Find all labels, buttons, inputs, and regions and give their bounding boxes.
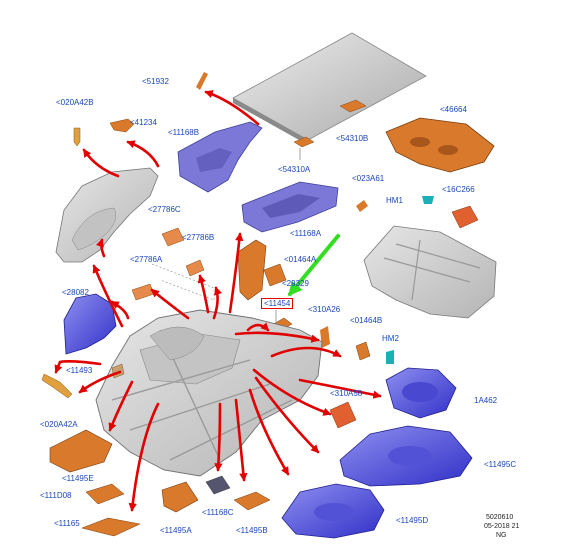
clip-hm1 (422, 196, 434, 204)
panel-11168a-detail (262, 194, 320, 218)
shelf-hole (438, 145, 458, 155)
part-310a26 (320, 326, 330, 348)
panel-11168b-detail (196, 148, 232, 172)
label-023a61: <023A61 (352, 174, 385, 183)
label-310a58: <310A58 (330, 389, 363, 398)
label-hm2: HM2 (382, 334, 399, 343)
pad-27786b (185, 259, 205, 277)
label-01464b: <01464B (350, 316, 383, 325)
green-arrow (288, 234, 340, 297)
rear-floor-frame-cross (383, 239, 481, 301)
block-16c266 (451, 205, 479, 229)
block-310a58 (329, 401, 357, 429)
mat-recess (314, 503, 354, 521)
clip-hm2 (386, 350, 394, 364)
part-023a61 (356, 200, 368, 212)
label-11495b: <11495B (236, 526, 268, 535)
reference-date: 05-2018 21 (484, 523, 520, 530)
panel-28082 (63, 293, 117, 355)
pad-111d08 (85, 483, 125, 505)
pad-11495a (161, 481, 199, 513)
roof-pad-54310b (339, 99, 367, 113)
label-01464a: <01464A (284, 255, 317, 264)
part-51932 (196, 72, 208, 90)
pad-27786a (131, 283, 155, 301)
roof-pad-54310a (293, 136, 315, 148)
pad-leader-box (151, 263, 215, 301)
label-29329: <29329 (282, 279, 309, 288)
label-11493: <11493 (66, 366, 93, 375)
label-310a26: <310A26 (308, 305, 341, 314)
label-54310b: <54310B (336, 134, 369, 143)
underbody-rails (111, 329, 293, 461)
label-hm1: HM1 (386, 196, 403, 205)
pad-11168c (205, 475, 231, 495)
label-54310a: <54310A (278, 165, 311, 174)
baffle-01464a (237, 239, 267, 301)
part-020a42b (73, 127, 81, 147)
label-11168b: <11168B (168, 128, 200, 137)
roof-panel-edge (233, 98, 308, 145)
mat-recess (388, 446, 432, 466)
label-11495c: <11495C (484, 460, 517, 469)
label-11168a: <11168A (290, 229, 322, 238)
label-11454-highlighted: <11454 (261, 298, 294, 309)
label-11165: <11165 (54, 519, 80, 528)
reference-code: NG (496, 532, 507, 539)
label-1a462: 1A462 (474, 396, 498, 405)
part-41234 (109, 118, 135, 133)
quarter-wheel-arch (71, 207, 116, 251)
label-111d08: <111D08 (40, 491, 72, 500)
label-51932: <51932 (142, 77, 169, 86)
reference-number: 5020610 (486, 514, 514, 521)
label-11168c: <11168C (202, 508, 234, 517)
red-arrows (54, 90, 382, 512)
label-11495e: <11495E (62, 474, 94, 483)
label-16c266: <16C266 (442, 185, 475, 194)
parcel-shelf-46664 (385, 117, 495, 173)
label-28082: <28082 (62, 288, 89, 297)
cover-recess (402, 382, 438, 402)
label-11495d: <11495D (396, 516, 429, 525)
part-01464b (355, 341, 371, 361)
label-46664: <46664 (440, 105, 467, 114)
label-27786a: <27786A (130, 255, 163, 264)
label-41234: <41234 (130, 118, 157, 127)
label-11495a: <11495A (160, 526, 192, 535)
part-020a42a (41, 373, 73, 399)
label-020a42b: <020A42B (56, 98, 94, 107)
block-29329 (263, 263, 287, 287)
label-020a42a: <020A42A (40, 420, 78, 429)
pad-11495e (49, 429, 113, 473)
shelf-hole (410, 137, 430, 147)
pad-11165 (81, 517, 141, 537)
pad-11495b (233, 491, 271, 511)
roof-panel (232, 32, 427, 141)
label-27786b: <27786B (182, 233, 215, 242)
pad-27786c (161, 227, 185, 247)
label-27786c: <27786C (148, 205, 181, 214)
underbody-arch (149, 326, 205, 361)
rear-floor-frame (363, 225, 497, 319)
